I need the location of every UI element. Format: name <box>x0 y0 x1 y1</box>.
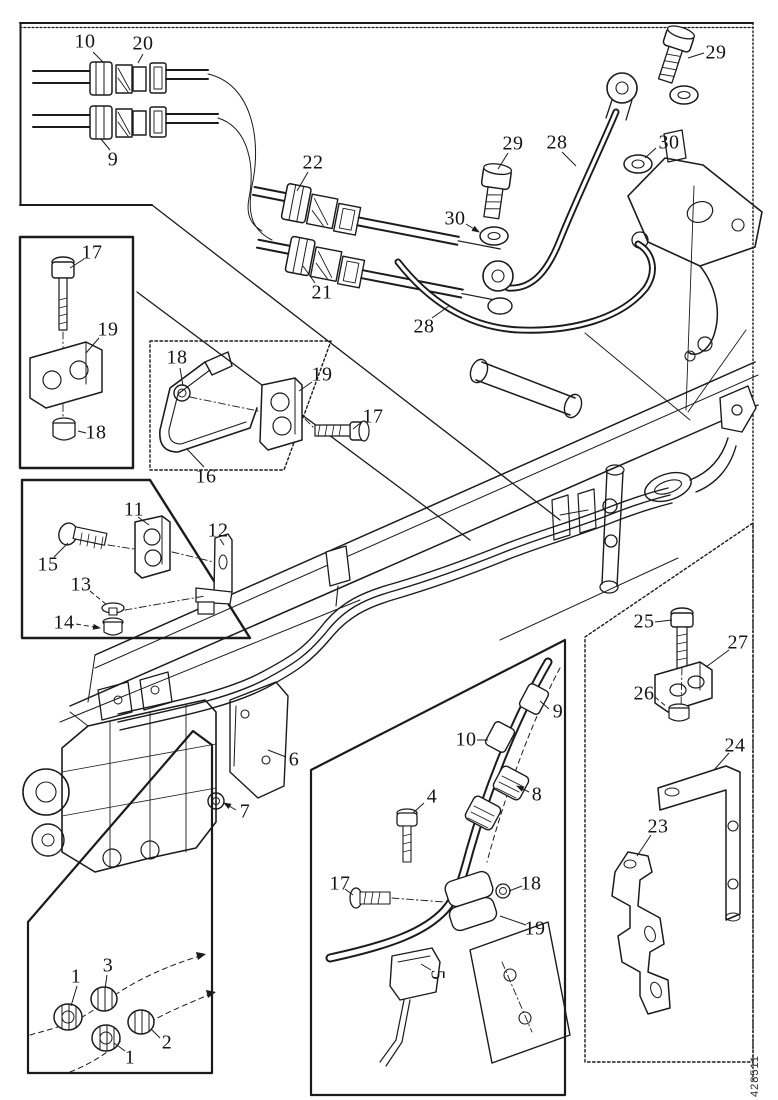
hose-28-upper <box>508 112 616 288</box>
sleeve-10 <box>484 720 516 753</box>
clamp-27 <box>655 662 712 712</box>
pipe-row-2 <box>33 106 262 231</box>
fitting-1a <box>54 1004 82 1030</box>
fuel-pipe-bundle <box>118 386 756 730</box>
clamp-19-f <box>443 870 498 933</box>
pipe-row-1 <box>33 62 272 240</box>
clamp-11 <box>135 516 170 578</box>
bolt-4 <box>397 809 417 862</box>
pipe-union-21 <box>253 230 510 316</box>
washer-13 <box>102 603 124 615</box>
chassis-rail <box>60 333 758 722</box>
shield-plate <box>470 922 570 1063</box>
inset-box-c <box>22 480 250 638</box>
fitting-2 <box>128 1010 154 1034</box>
banjo-bolt-29-top <box>652 23 696 85</box>
washer-30-mid <box>480 227 508 245</box>
bolt-17-b <box>315 421 369 441</box>
banjo-bolt-29-mid <box>477 162 512 219</box>
banjo-eye-top <box>606 73 637 120</box>
washer-30-right <box>624 155 652 173</box>
nut-26 <box>669 704 689 721</box>
bolt-15 <box>56 521 106 549</box>
banjo-eye-mid <box>483 261 513 314</box>
callout-leaders <box>54 52 729 1051</box>
bracket-24 <box>658 766 740 921</box>
pipe-union-22 <box>249 177 505 263</box>
nut-18-f <box>496 884 510 898</box>
washer-30-top <box>670 86 698 104</box>
bolt-17-a <box>52 257 74 330</box>
clamp-19-a <box>30 342 102 408</box>
bracket-23 <box>612 852 670 1014</box>
bolt-25 <box>671 608 693 669</box>
inset-pipe-unions <box>33 62 272 240</box>
inset-box-b <box>150 341 369 470</box>
clamp-19-b <box>260 378 302 450</box>
inset-box-f <box>311 640 570 1095</box>
pointer-v-lines <box>686 186 746 412</box>
injection-pump <box>23 672 216 872</box>
steering-gear <box>467 130 762 420</box>
bolt-17-f <box>350 888 390 908</box>
bracket-5 <box>380 948 440 1066</box>
bracket-16 <box>160 352 257 452</box>
inset-box-a <box>20 237 133 468</box>
bracket-12 <box>196 534 232 614</box>
fitting-3 <box>91 987 117 1011</box>
bracket-6-washer-7 <box>208 682 288 809</box>
nut-18-a <box>53 418 75 440</box>
figure-number: 428511 <box>749 1055 762 1097</box>
fuel-return-pipe <box>330 662 560 958</box>
hose-28-lower <box>398 244 652 330</box>
nut-18-b <box>174 385 190 401</box>
inset-box-e <box>28 731 216 1073</box>
fitting-1b <box>92 1025 120 1051</box>
inset-box-d <box>585 523 753 1062</box>
nut-14 <box>103 618 123 635</box>
